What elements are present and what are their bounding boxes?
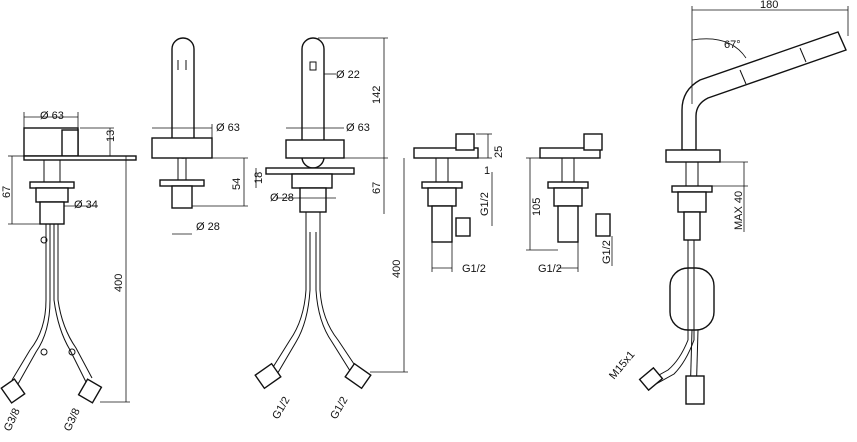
lever-arm: [23, 155, 137, 161]
handshower-shank: [683, 211, 701, 241]
hose-end: [685, 375, 705, 405]
nut: [35, 187, 69, 203]
spout-thread-b: G1/2: [328, 395, 350, 422]
spout-front-shank-diameter: Ø 28: [270, 192, 294, 204]
valve2-lever: [583, 133, 603, 151]
counterweight: [669, 267, 715, 331]
base-flange: [29, 181, 75, 189]
valve1-body: [431, 205, 453, 243]
spout-side-base-diameter: Ø 63: [216, 122, 240, 134]
thread-left-b: G3/8: [62, 407, 83, 434]
spout-base: [151, 137, 213, 159]
thread-left-a: G3/8: [2, 407, 23, 434]
spout-shank: [171, 185, 193, 209]
spout-front-base: [285, 139, 345, 159]
valve2-side-thread: G1/2: [601, 240, 613, 264]
mounting-plate: [265, 167, 355, 175]
handle-lever: [61, 129, 79, 157]
valve1-side-outlet: [455, 217, 471, 237]
spout-front-hose-length: 400: [391, 260, 403, 278]
handshower-angle: 67°: [724, 39, 741, 51]
handshower-max: MAX 40: [733, 191, 745, 230]
dim-shank-diameter: Ø 34: [74, 199, 98, 211]
handshower-width: 180: [760, 0, 778, 11]
plate-thickness: 18: [253, 172, 265, 184]
valve1-bottom-thread: G1/2: [462, 263, 486, 275]
valve1-lever: [455, 133, 475, 151]
handshower-holder: [665, 149, 721, 163]
spout-front-height: 142: [371, 86, 383, 104]
valve2-bottom-thread: G1/2: [538, 263, 562, 275]
dim-top: 13: [105, 130, 117, 142]
spout-flange: [159, 179, 205, 187]
valve1-flange: [421, 181, 463, 189]
handshower-nut: [677, 191, 707, 213]
valve2-cap: [539, 147, 601, 159]
view-valve-1: 25 1 G1/2 G1/2: [413, 133, 505, 275]
valve1-side-thread: G1/2: [479, 192, 491, 216]
aerator-outlet: [309, 61, 317, 71]
spout-side-shank-diameter: Ø 28: [196, 221, 220, 233]
valve2-height-dim: 105: [531, 198, 543, 216]
handshower-thread: M15x1: [607, 349, 637, 382]
dim-hose-length: 400: [113, 274, 125, 292]
shank: [39, 201, 65, 225]
view-spout-side: Ø 63 54 Ø 28: [151, 37, 248, 235]
view-valve-2: 105 G1/2 G1/2: [526, 133, 613, 275]
valve1-cap: [413, 147, 479, 159]
view-handshower: 180 67° MAX 40 M15x1: [607, 0, 849, 405]
dim-body: 67: [1, 186, 13, 198]
spout-front-base-diameter: Ø 63: [346, 122, 370, 134]
view-left-mixer: Ø 63 13 67 Ø 34 400 G3/8 G3/8: [0, 110, 137, 434]
spout-front-outlet-diameter: Ø 22: [336, 69, 360, 81]
spout-side-height: 54: [231, 178, 243, 190]
spout-front-body: 67: [371, 182, 383, 194]
valve1-top-dim: 25: [493, 146, 505, 158]
front-shank: [299, 187, 327, 213]
valve2-side-outlet: [595, 213, 611, 237]
valve1-nut: [427, 187, 457, 207]
handshower-flange: [671, 185, 713, 193]
front-flange: [291, 173, 333, 189]
handshower-body: [681, 31, 847, 151]
spout-thread-a: G1/2: [270, 395, 292, 422]
valve2-nut: [553, 187, 583, 207]
valve2-flange: [547, 181, 589, 189]
valve2-body: [557, 205, 579, 243]
view-spout-front: Ø 22 142 Ø 63 18 Ø 28 67 400 G1/2 G1/2: [253, 37, 408, 422]
dim-top-diameter: Ø 63: [40, 110, 64, 122]
valve1-gap-dim: 1: [484, 165, 490, 177]
